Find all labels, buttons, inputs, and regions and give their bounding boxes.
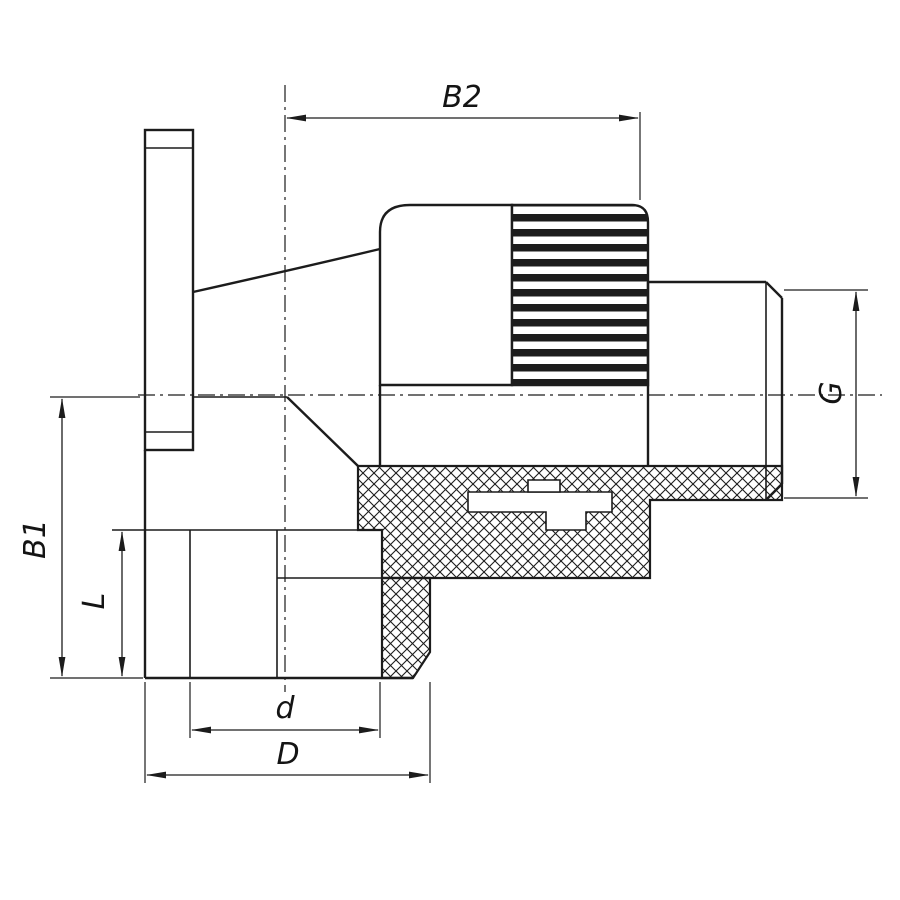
thread-chamfer-bottom — [765, 483, 783, 501]
dimension-b2: B2 — [286, 80, 641, 200]
body-transition-curve — [192, 247, 381, 294]
dim-label-d-inner: d — [275, 691, 295, 726]
dim-label-b2: B2 — [442, 80, 482, 115]
socket-wall-hatch — [380, 576, 432, 680]
union-nut — [378, 203, 650, 466]
seal-detail-cutout — [467, 491, 613, 531]
dim-label-b1: B1 — [18, 519, 53, 559]
bore-cone-line — [286, 396, 359, 467]
seal-detail-tab — [527, 479, 561, 493]
male-thread-end — [646, 280, 784, 501]
thread-chamfer-top — [765, 281, 783, 299]
centerlines — [138, 85, 882, 692]
dimension-d-inner: d — [189, 682, 381, 738]
wall-flange — [143, 128, 195, 452]
dimension-b1: B1 — [18, 396, 143, 679]
dimension-g: G — [784, 289, 868, 499]
socket-body — [112, 396, 413, 680]
dim-label-g: G — [814, 381, 849, 404]
dim-label-d-outer: D — [276, 737, 299, 772]
body-section-hatch — [356, 464, 784, 680]
flange-plate — [143, 128, 195, 452]
dimension-l: L — [77, 531, 126, 677]
dim-label-l: L — [77, 593, 112, 610]
dimension-d-outer: D — [144, 682, 431, 783]
nut-cap — [378, 203, 514, 387]
nut-knurl-stripes — [512, 205, 648, 385]
